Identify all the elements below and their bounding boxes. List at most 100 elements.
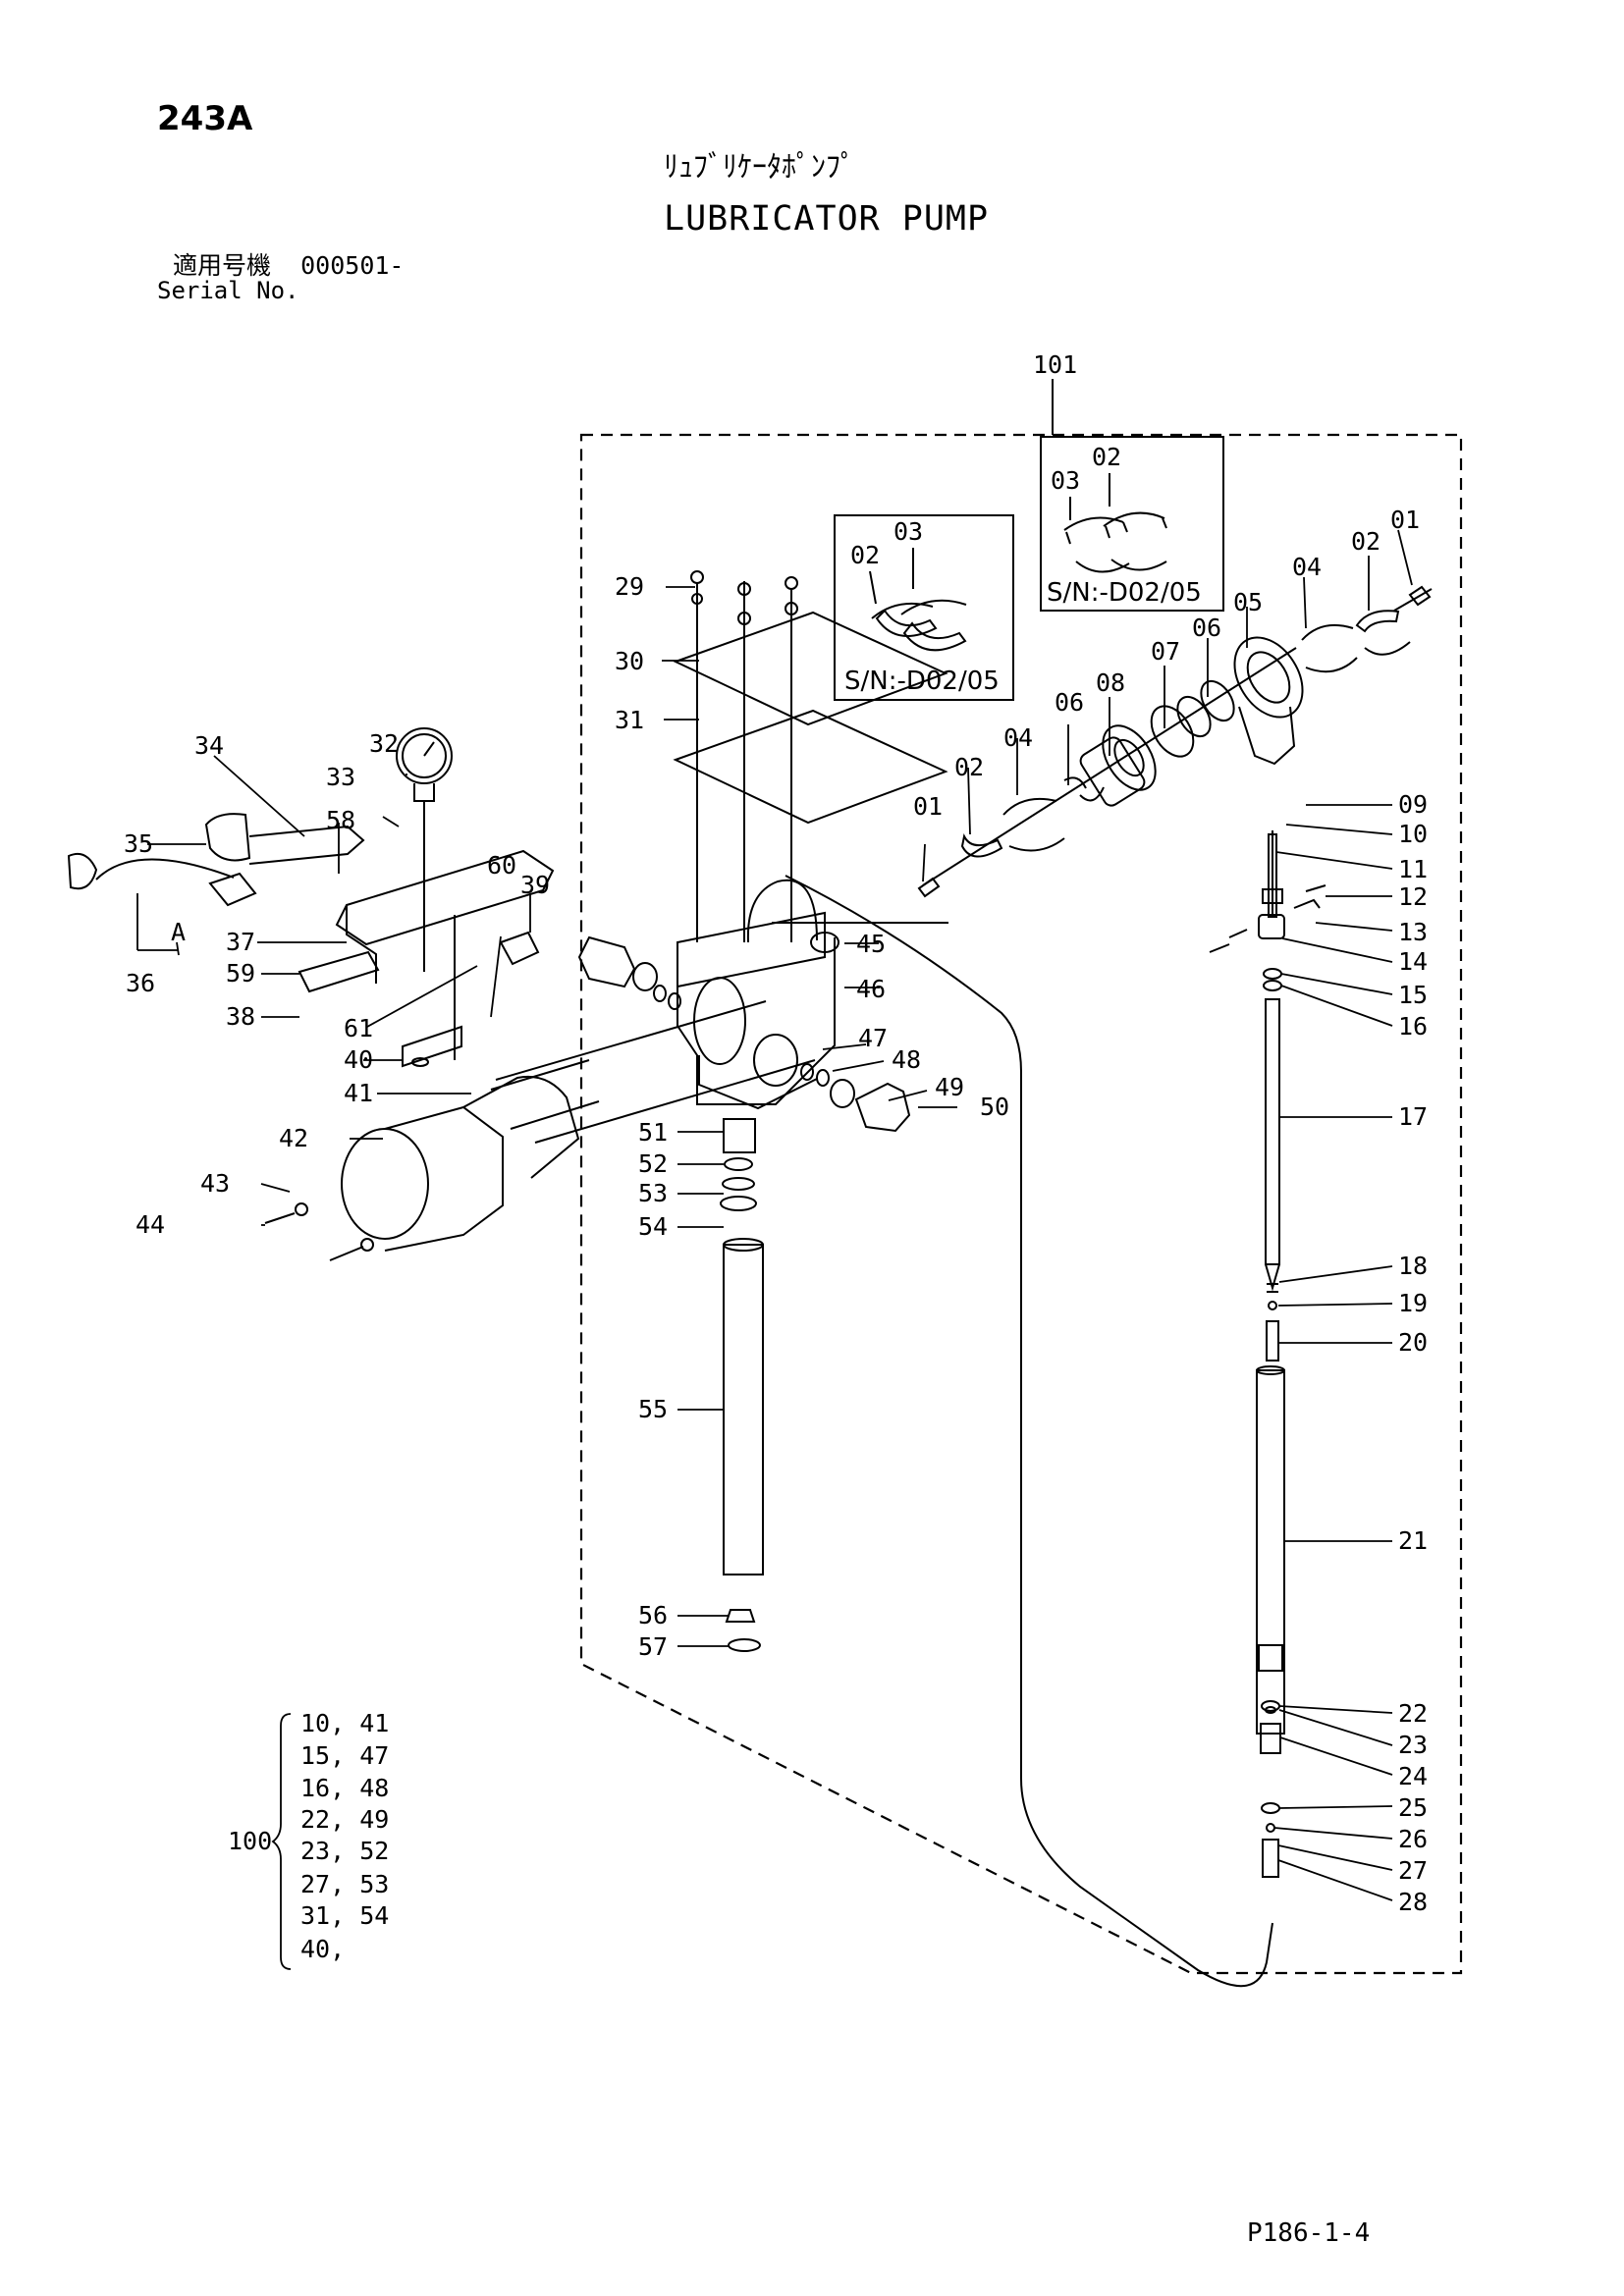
- callout-19: 19: [1398, 1289, 1428, 1317]
- callout-60: 60: [487, 851, 516, 880]
- callout-24: 24: [1398, 1762, 1428, 1790]
- inset-right-part-02: 02: [1092, 443, 1121, 471]
- callout-47: 47: [858, 1024, 888, 1052]
- callout-58: 58: [326, 806, 355, 834]
- callout-46: 46: [856, 975, 886, 1003]
- callout-42: 42: [279, 1124, 308, 1152]
- kit-brace: [271, 1713, 292, 1970]
- callout-45: 45: [856, 930, 886, 958]
- callout-57: 57: [638, 1632, 668, 1661]
- callout-04-left: 04: [1003, 723, 1033, 752]
- callout-36: 36: [126, 969, 155, 997]
- callout-55: 55: [638, 1395, 668, 1423]
- title-english: LUBRICATOR PUMP: [664, 199, 990, 239]
- top-cover: [673, 570, 948, 942]
- callout-05: 05: [1233, 588, 1263, 616]
- callout-label-a: A: [171, 918, 186, 946]
- inset-left: 02 03 S/N:-D02/05: [834, 514, 1014, 701]
- kit-number: 100: [228, 1827, 272, 1855]
- leader-lines: [136, 529, 1413, 1901]
- callout-40: 40: [344, 1045, 373, 1074]
- callout-33: 33: [326, 763, 355, 791]
- callout-41: 41: [344, 1079, 373, 1107]
- callout-30: 30: [615, 647, 644, 675]
- callout-61: 61: [344, 1014, 373, 1042]
- kit-list: 100 10, 41 15, 47 16, 48 22, 49 23, 52 2…: [228, 1709, 389, 1970]
- callout-26: 26: [1398, 1825, 1428, 1853]
- callout-15: 15: [1398, 981, 1428, 1009]
- callout-51: 51: [638, 1118, 668, 1147]
- feed-hose: [785, 875, 1273, 1988]
- plunger-stack: [1209, 830, 1326, 1878]
- callout-32: 32: [369, 729, 399, 758]
- callout-54: 54: [638, 1212, 668, 1241]
- inset-right: 03 02 S/N:-D02/05: [1040, 436, 1224, 612]
- callout-59: 59: [226, 959, 255, 988]
- inset-left-part-02: 02: [850, 541, 880, 569]
- assembly-boundary: [579, 433, 1463, 1975]
- callout-20: 20: [1398, 1328, 1428, 1357]
- callout-14: 14: [1398, 947, 1428, 976]
- kit-row-3: 16, 48: [300, 1774, 389, 1802]
- kit-row-2: 15, 47: [300, 1741, 389, 1770]
- page-footer: P186-1-4: [1247, 2218, 1371, 2248]
- side-fittings: [577, 932, 911, 1133]
- callout-43: 43: [200, 1169, 230, 1198]
- callout-37: 37: [226, 928, 255, 956]
- callout-39: 39: [520, 871, 550, 899]
- callout-48: 48: [892, 1045, 921, 1074]
- serial-value: 000501-: [300, 251, 405, 280]
- callout-06-right: 06: [1192, 614, 1221, 642]
- callout-53: 53: [638, 1179, 668, 1207]
- callout-21: 21: [1398, 1526, 1428, 1555]
- callout-44: 44: [135, 1210, 165, 1239]
- kit-row-8: 40,: [300, 1935, 345, 1963]
- inset-right-part-03: 03: [1051, 466, 1080, 495]
- callout-12: 12: [1398, 882, 1428, 911]
- callout-11: 11: [1398, 855, 1428, 883]
- serial-row-jp: 適用号機 000501-: [173, 253, 404, 278]
- callout-38: 38: [226, 1002, 255, 1031]
- callout-49: 49: [935, 1073, 964, 1101]
- callout-labels: 29 30 31 32 33 58 34 35 A 36 37 59 38 60…: [124, 506, 1428, 1916]
- callout-31: 31: [615, 706, 644, 734]
- callout-13: 13: [1398, 918, 1428, 946]
- inset-right-serial: S/N:-D02/05: [1047, 578, 1202, 608]
- inset-left-part-03: 03: [893, 517, 923, 546]
- title-japanese: ﾘｭﾌﾞﾘｹｰﾀﾎﾟﾝﾌﾟ: [664, 150, 855, 185]
- shaft-assembly: [917, 585, 1433, 898]
- kit-row-4: 22, 49: [300, 1805, 389, 1834]
- callout-34: 34: [194, 731, 224, 760]
- callout-17: 17: [1398, 1102, 1428, 1131]
- callout-07: 07: [1151, 637, 1180, 666]
- serial-label-en: Serial No.: [157, 277, 299, 304]
- kit-row-5: 23, 52: [300, 1837, 389, 1865]
- callout-06-left: 06: [1055, 688, 1084, 717]
- page-code: 243A: [157, 99, 253, 138]
- callout-09: 09: [1398, 790, 1428, 819]
- callout-08: 08: [1096, 668, 1125, 697]
- callout-01-right: 01: [1390, 506, 1420, 534]
- callout-28: 28: [1398, 1888, 1428, 1916]
- callout-22: 22: [1398, 1699, 1428, 1728]
- callout-02-left: 02: [954, 753, 984, 781]
- cylinder-column: [720, 1118, 764, 1652]
- callout-16: 16: [1398, 1012, 1428, 1041]
- callout-27: 27: [1398, 1856, 1428, 1885]
- callout-56: 56: [638, 1601, 668, 1629]
- callout-29: 29: [615, 572, 644, 601]
- callout-01-left: 01: [913, 792, 943, 821]
- serial-label-jp: 適用号機: [173, 251, 272, 280]
- callout-52: 52: [638, 1149, 668, 1178]
- callout-35: 35: [124, 829, 153, 858]
- callout-25: 25: [1398, 1793, 1428, 1822]
- manifold-assembly: [67, 727, 816, 1261]
- callout-50: 50: [980, 1093, 1009, 1121]
- callout-18: 18: [1398, 1252, 1428, 1280]
- callout-04-right: 04: [1292, 553, 1322, 581]
- callout-02-right: 02: [1351, 527, 1380, 556]
- assembly-number: 101: [1033, 350, 1077, 379]
- callout-10: 10: [1398, 820, 1428, 848]
